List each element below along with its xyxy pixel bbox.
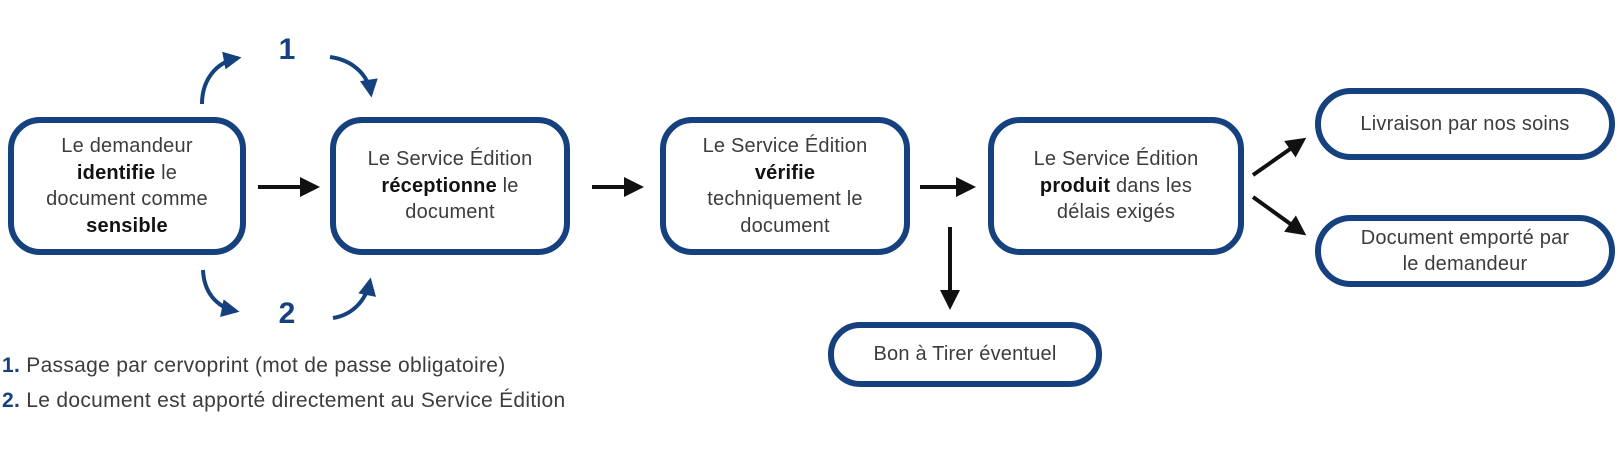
box-service-edition-produit: Le Service Édition produit dans les déla… — [988, 117, 1244, 255]
box-line: document — [740, 214, 830, 237]
box-line: techniquement le — [707, 188, 863, 210]
legend-item-2-text: Le document est apporté directement au S… — [26, 389, 566, 412]
arrow-produce-to-delivery — [1251, 137, 1307, 177]
route-1-label: 1 — [278, 33, 296, 66]
box-line: Livraison par nos soins — [1360, 112, 1570, 135]
box-service-edition-verifie: Le Service Édition vérifie techniquement… — [660, 117, 910, 255]
box-line: réceptionne le — [381, 174, 519, 197]
legend-item-1-text: Passage par cervoprint (mot de passe obl… — [26, 354, 506, 377]
box-line: sensible — [86, 214, 168, 237]
box-line: vérifie — [754, 161, 816, 184]
box-line: le demandeur — [1402, 253, 1528, 275]
box-line: Le Service Édition — [702, 135, 868, 157]
box-line: Le Service Édition — [1033, 148, 1199, 171]
box-line: Le demandeur — [61, 135, 193, 157]
box-livraison: Livraison par nos soins — [1315, 88, 1615, 160]
legend: 1. Passage par cervoprint (mot de passe … — [2, 348, 565, 418]
arc-route1-in — [329, 55, 378, 98]
arc-route2-in — [332, 277, 376, 320]
box-line: document — [405, 201, 495, 224]
arc-route1-out — [200, 51, 242, 105]
legend-item-2: 2. Le document est apporté directement a… — [2, 383, 565, 418]
box-line: identifie le — [76, 161, 178, 184]
legend-item-1-number: 1. — [2, 354, 21, 377]
box-line: Document emporté par — [1360, 226, 1570, 249]
box-line: délais exigés — [1056, 201, 1176, 224]
legend-item-2-number: 2. — [2, 389, 21, 412]
box-document-emporte: Document emporté par le demandeur — [1315, 215, 1615, 287]
legend-item-1: 1. Passage par cervoprint (mot de passe … — [2, 348, 565, 383]
box-line: Bon à Tirer éventuel — [873, 343, 1057, 366]
box-demandeur-identifie: Le demandeur identifie le document comme… — [8, 117, 246, 255]
arrow-produce-to-pickup — [1251, 195, 1307, 236]
box-line: document comme — [46, 188, 208, 210]
box-line: Le Service Édition — [367, 148, 533, 171]
arc-route2-out — [201, 269, 240, 317]
box-bon-a-tirer: Bon à Tirer éventuel — [828, 322, 1102, 387]
box-service-edition-receptionne: Le Service Édition réceptionne le docume… — [330, 117, 570, 255]
box-line: produit dans les — [1039, 174, 1193, 197]
route-2-label: 2 — [278, 297, 296, 330]
